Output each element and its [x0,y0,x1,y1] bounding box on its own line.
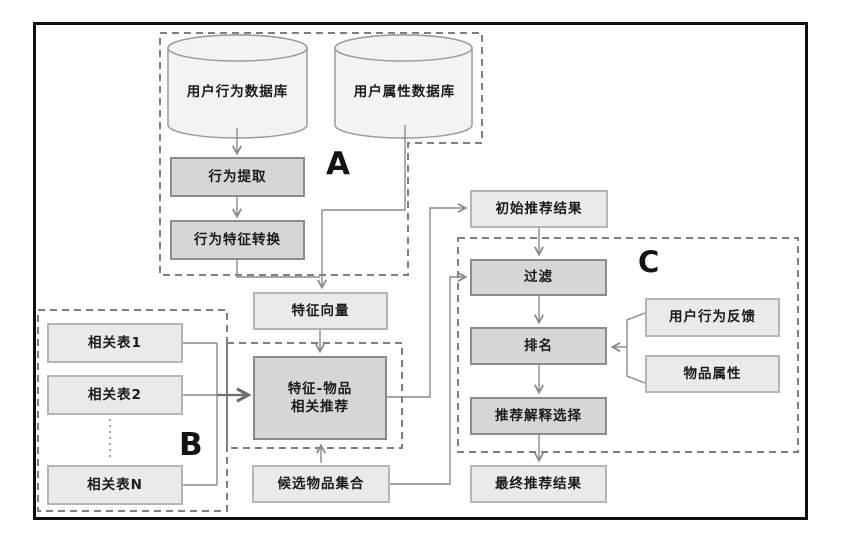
figure-border [33,22,808,520]
region-a-outline [159,32,483,276]
node-behavior-extraction-label: 行为提取 [208,168,267,185]
node-behavior-extraction: 行为提取 [170,157,305,197]
node-candidate-item-set: 候选物品集合 [252,465,390,503]
node-final-recommendation-results-label: 最终推荐结果 [495,475,582,492]
region-label-b: B [179,427,203,463]
node-recommendation-explanation-selection: 推荐解释选择 [470,397,607,435]
node-related-table-2-label: 相关表2 [88,386,142,403]
node-related-table-n-label: 相关表N [87,476,143,493]
node-feature-vector: 特征向量 [253,292,388,330]
node-related-table-1: 相关表1 [47,323,183,363]
region-label-c: C [638,245,660,279]
node-related-table-2: 相关表2 [47,375,183,415]
node-filter: 过滤 [470,259,607,296]
node-user-behavior-feedback: 用户行为反馈 [645,298,780,337]
node-behavior-feature-conversion: 行为特征转换 [170,220,305,260]
node-ranking-label: 排名 [524,337,553,354]
node-feature-item-recommendation-label-line2: 相关推荐 [291,399,349,415]
node-recommendation-explanation-selection-label: 推荐解释选择 [495,407,582,424]
node-initial-recommendation-results: 初始推荐结果 [470,190,608,228]
node-initial-recommendation-results-label: 初始推荐结果 [495,200,583,217]
node-related-table-n: 相关表N [47,465,183,505]
node-user-behavior-db-label: 用户行为数据库 [186,84,289,100]
user-attribute-db-cylinder-icon [334,34,473,139]
node-final-recommendation-results: 最终推荐结果 [470,465,607,503]
node-filter-label: 过滤 [524,269,553,286]
region-c-outline [457,237,799,453]
region-label-a: A [326,146,350,182]
node-user-attribute-db-label: 用户属性数据库 [353,84,456,100]
node-related-table-1-label: 相关表1 [88,334,142,351]
node-item-attributes-label: 物品属性 [683,365,742,382]
node-user-attribute-db: 用户属性数据库 [337,72,472,108]
node-feature-vector-label: 特征向量 [291,302,350,319]
node-candidate-item-set-label: 候选物品集合 [277,475,365,492]
node-feature-item-recommendation-label-line1: 特征-物品 [287,380,353,397]
node-item-attributes: 物品属性 [645,355,780,393]
node-ranking: 排名 [470,327,607,365]
node-behavior-feature-conversion-label: 行为特征转换 [194,231,281,248]
flow-arrows [109,125,646,486]
node-user-behavior-feedback-label: 用户行为反馈 [669,309,756,326]
node-feature-item-recommendation: 特征-物品 相关推荐 [253,356,387,440]
user-behavior-db-cylinder-icon [167,34,308,139]
node-user-behavior-db: 用户行为数据库 [170,72,305,108]
